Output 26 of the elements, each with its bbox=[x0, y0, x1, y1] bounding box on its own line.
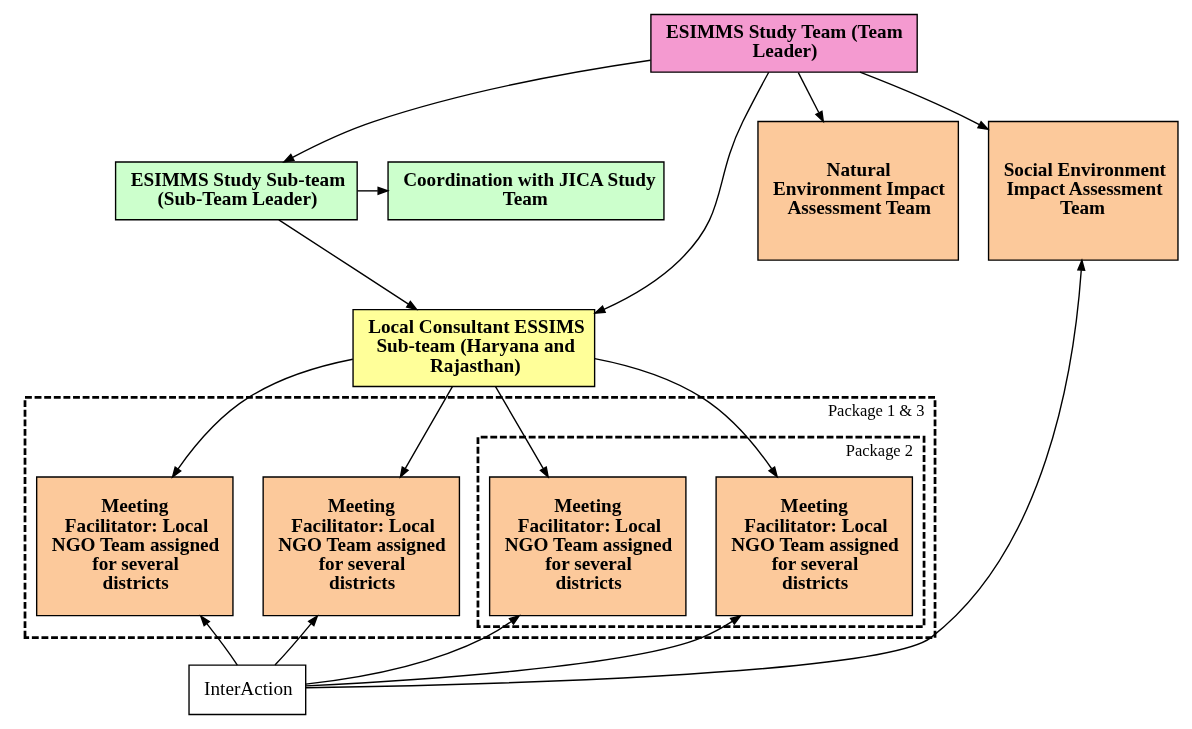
arrow bbox=[282, 59, 652, 163]
node-box: Meeting Facilitator: Local NGO Team assigned for several districts bbox=[488, 476, 687, 617]
arrow bbox=[305, 258, 1086, 689]
arrow bbox=[594, 357, 779, 479]
arrow bbox=[199, 614, 238, 666]
node-box: ESIMMS Study Team (Team Leader) bbox=[650, 13, 918, 73]
arrow bbox=[278, 219, 419, 311]
node-box: InterAction bbox=[188, 664, 307, 716]
arrow bbox=[859, 71, 990, 131]
node-box: ESIMMS Study Sub-team (Sub-Team Leader) bbox=[114, 161, 358, 221]
node-box: Local Consultant ESSIMS Sub-team (Haryana and Rajasthan) bbox=[352, 308, 596, 388]
node-box: Meeting Facilitator: Local NGO Team assigned for several districts bbox=[36, 476, 234, 617]
arrow bbox=[797, 71, 825, 124]
node-box: Meeting Facilitator: Local NGO Team assigned for several districts bbox=[262, 476, 461, 617]
arrow bbox=[305, 614, 521, 685]
arrow bbox=[593, 71, 770, 314]
arrow bbox=[356, 186, 390, 196]
arrow bbox=[171, 358, 354, 479]
arrow bbox=[494, 385, 550, 479]
node-box: Natural Environment Impact Assessment Team bbox=[757, 120, 960, 261]
node-box: Meeting Facilitator: Local NGO Team assigned for several districts bbox=[715, 476, 914, 617]
node-box: Social Environment Impact Assessment Team bbox=[987, 120, 1179, 261]
node-box: Coordination with JICA Study Team bbox=[387, 161, 665, 221]
arrow bbox=[274, 614, 319, 666]
arrow bbox=[399, 385, 454, 479]
arrow bbox=[305, 614, 743, 687]
